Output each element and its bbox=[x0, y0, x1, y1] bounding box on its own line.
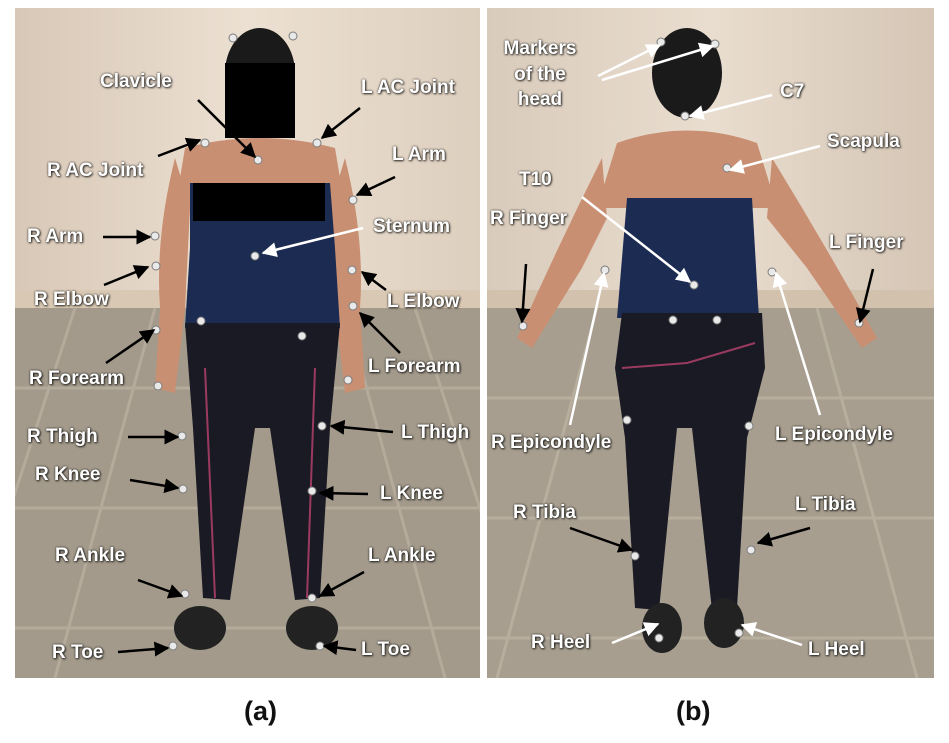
label-l-knee: L Knee bbox=[380, 483, 444, 504]
chest-censor-bar bbox=[193, 183, 325, 221]
label-l-toe: L Toe bbox=[361, 639, 410, 660]
label-clavicle: Clavicle bbox=[100, 71, 172, 92]
label-l-ankle: L Ankle bbox=[368, 545, 436, 566]
label-r-forearm: R Forearm bbox=[29, 368, 125, 389]
label-l-finger: L Finger bbox=[829, 232, 904, 253]
label-scapula: Scapula bbox=[827, 131, 900, 152]
label-r-elbow: R Elbow bbox=[34, 289, 109, 310]
label-l-epicondyle: L Epicondyle bbox=[775, 424, 893, 445]
label-r-heel: R Heel bbox=[531, 632, 591, 653]
label-markers-of-the-head: Markers of the head bbox=[503, 38, 577, 111]
label-r-finger: R Finger bbox=[490, 208, 568, 229]
label-r-arm: R Arm bbox=[27, 226, 84, 247]
label-l-heel: L Heel bbox=[808, 639, 865, 660]
label-r-epicondyle: R Epicondyle bbox=[491, 432, 612, 453]
label-r-toe: R Toe bbox=[52, 642, 104, 663]
label-r-ankle: R Ankle bbox=[55, 545, 126, 566]
label-t10: T10 bbox=[519, 169, 552, 190]
caption-a: (a) bbox=[244, 696, 277, 726]
label-sternum: Sternum bbox=[373, 216, 451, 237]
label-l-elbow: L Elbow bbox=[387, 291, 460, 312]
photo-front-view bbox=[15, 8, 480, 678]
label-l-forearm: L Forearm bbox=[368, 356, 461, 377]
label-l-thigh: L Thigh bbox=[401, 422, 470, 443]
label-l-arm: L Arm bbox=[392, 144, 446, 165]
face-censor-bar bbox=[225, 63, 295, 138]
label-l-ac-joint: L AC Joint bbox=[361, 77, 455, 98]
label-r-knee: R Knee bbox=[35, 464, 101, 485]
label-r-tibia: R Tibia bbox=[513, 502, 576, 523]
label-c7: C7 bbox=[780, 81, 805, 102]
front-view-photo bbox=[15, 8, 480, 678]
label-l-tibia: L Tibia bbox=[795, 494, 856, 515]
caption-b: (b) bbox=[676, 696, 711, 726]
label-r-thigh: R Thigh bbox=[27, 426, 98, 447]
label-r-ac-joint: R AC Joint bbox=[47, 160, 144, 181]
